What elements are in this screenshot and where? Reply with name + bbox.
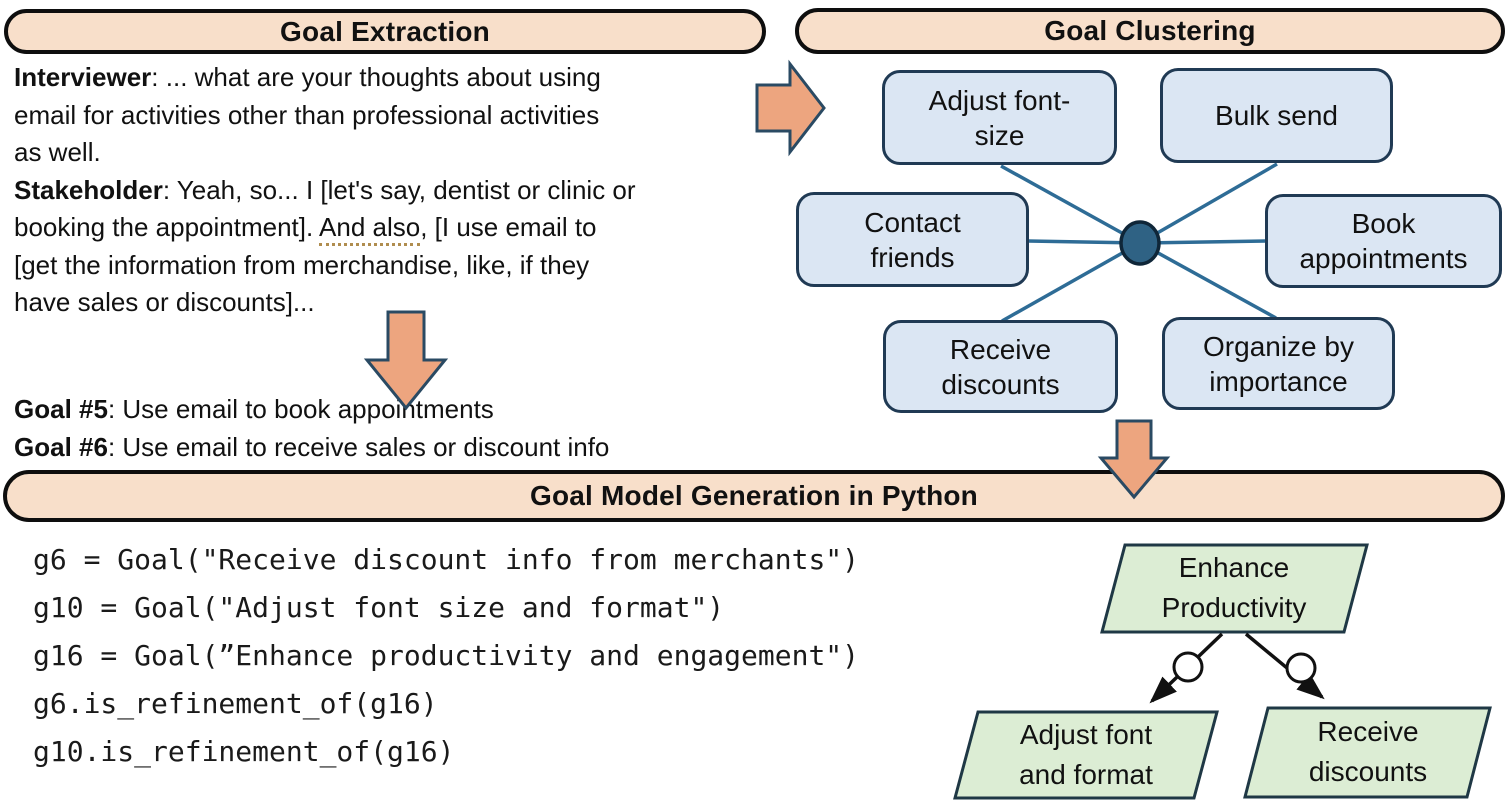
extracted-goals: Goal #5: Use email to book appointments …	[14, 391, 609, 466]
code-line: g10.is_refinement_of(g16)	[33, 735, 455, 768]
goal-line: Goal #6: Use email to receive sales or d…	[14, 431, 610, 462]
header-goal-clustering-label: Goal Clustering	[1044, 15, 1256, 46]
refinement-circle-left	[1172, 651, 1204, 683]
cluster-node-bulk-send: Bulk send	[1160, 68, 1393, 163]
cluster-node-contact-friends: Contact friends	[796, 192, 1029, 287]
dialogue-line: as well.	[14, 137, 101, 167]
dialogue-line: have sales or discounts]...	[14, 287, 315, 317]
interview-transcript: Interviewer: ... what are your thoughts …	[14, 59, 636, 322]
code-line: g10 = Goal("Adjust font size and format"…	[33, 591, 725, 624]
cluster-node-label: Book appointments	[1299, 208, 1468, 274]
refinement-circles	[1172, 651, 1317, 684]
cluster-node-label: Adjust font- size	[928, 84, 1071, 151]
cluster-node-label: Organize by importance	[1203, 330, 1354, 397]
dialogue-line: Stakeholder: Yeah, so... I [let's say, d…	[14, 174, 636, 205]
goal-tree-left-label: Adjust font and format	[1019, 719, 1153, 790]
cluster-hub	[1119, 220, 1161, 266]
header-goal-extraction: Goal Extraction	[4, 9, 766, 54]
dialogue-line: email for activities other than professi…	[14, 99, 600, 130]
goal-tree-root-label: Enhance Productivity	[1161, 552, 1307, 623]
refinement-links	[1149, 632, 1325, 704]
goal-tree-right-label: Receive discounts	[1308, 716, 1428, 787]
header-goal-model-generation-label: Goal Model Generation in Python	[529, 480, 978, 511]
cluster-node-adjust-font-size: Adjust font- size	[882, 70, 1117, 165]
code-block: g6 = Goal("Receive discount info from me…	[33, 536, 859, 776]
header-goal-clustering: Goal Clustering	[795, 8, 1505, 54]
goal-line: Goal #5: Use email to book appointments	[14, 394, 494, 424]
cluster-link-lines	[1000, 162, 1278, 323]
cluster-node-label: Bulk send	[1215, 100, 1338, 131]
cluster-node-receive-discounts: Receive discounts	[883, 320, 1118, 413]
cluster-node-label: Receive discounts	[941, 333, 1060, 400]
arrow-right-to-clustering	[755, 59, 826, 157]
dialogue-line: Interviewer: ... what are your thoughts …	[14, 62, 601, 92]
code-line: g6 = Goal("Receive discount info from me…	[33, 543, 860, 576]
cluster-node-organize-by-importance: Organize by importance	[1162, 317, 1395, 410]
dialogue-line: booking the appointment]. And also, [I u…	[14, 209, 636, 247]
header-goal-model-generation: Goal Model Generation in Python	[3, 470, 1505, 522]
refinement-circle-right	[1285, 652, 1317, 684]
code-line: g16 = Goal(”Enhance productivity and eng…	[33, 639, 860, 672]
dialogue-line: [get the information from merchandise, l…	[14, 249, 590, 280]
cluster-node-book-appointments: Book appointments	[1265, 194, 1502, 288]
code-line: g6.is_refinement_of(g16)	[33, 687, 438, 720]
header-goal-extraction-label: Goal Extraction	[280, 15, 490, 47]
cluster-node-label: Contact friends	[864, 206, 961, 273]
